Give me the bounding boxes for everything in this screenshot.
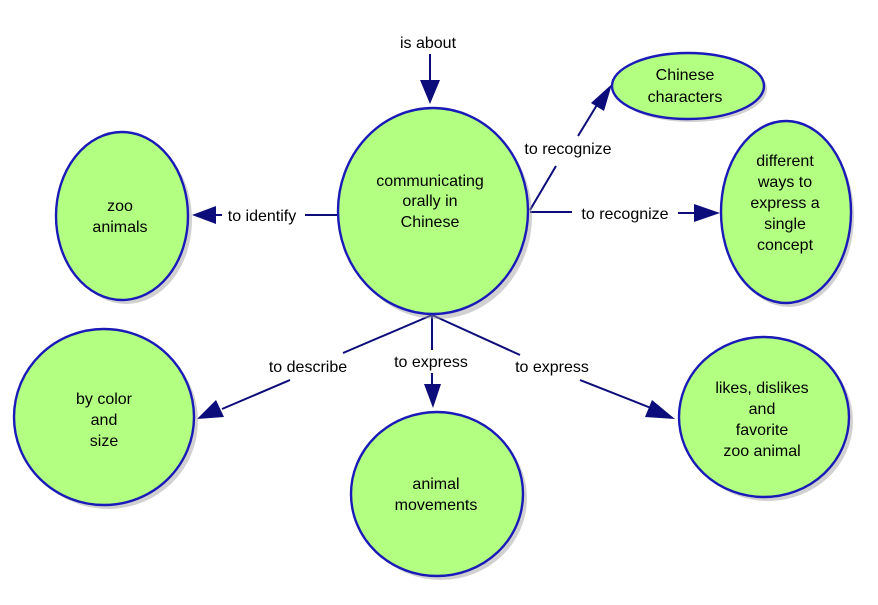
edge-express-likes: to express [431,314,675,419]
arrowhead-icon [591,84,612,111]
arrowhead-icon [694,204,720,222]
node-text: communicating [376,173,484,190]
node-zoo-animals[interactable]: zoo animals [54,130,192,304]
node-text: zoo animal [723,443,800,460]
edge-label-is-about: is about [400,35,457,52]
edge-label-express-likes: to express [515,359,589,376]
node-animal-movements[interactable]: animal movements [349,410,527,580]
node-text: ways to [757,174,812,191]
edge-label-recognize-ways: to recognize [581,206,668,223]
edge-recognize-ways: to recognize [530,204,720,223]
edge-express-movements: to express [394,315,468,408]
edge-recognize-characters: to recognize [524,84,612,211]
node-chinese-characters[interactable]: Chinese characters [610,51,767,122]
node-text: likes, dislikes [715,380,808,397]
edge-describe: to describe [197,314,433,419]
arrowhead-icon [197,400,224,419]
node-text: and [91,412,118,429]
edge-identify: to identify [192,206,340,225]
node-text: and [749,401,776,418]
node-by-color[interactable]: by color and size [12,327,198,509]
arrowhead-icon [192,206,216,224]
node-text: characters [648,89,723,106]
node-text: orally in [402,193,457,210]
node-text: by color [76,391,133,408]
edge-is-about: is about [400,35,457,104]
node-text: favorite [736,422,789,439]
edge-label-identify: to identify [228,208,296,225]
node-text: movements [395,497,478,514]
edge-label-express-movements: to express [394,354,468,371]
node-text: Chinese [401,214,460,231]
node-text: Chinese [656,67,715,84]
node-text: express a [750,195,819,212]
node-text: different [756,153,814,170]
node-center[interactable]: communicating orally in Chinese [336,106,532,319]
node-text: concept [757,237,814,254]
edge-label-recognize-characters: to recognize [524,141,611,158]
node-text: size [90,433,119,450]
node-likes-dislikes[interactable]: likes, dislikes and favorite zoo animal [677,335,853,501]
arrowhead-icon [420,80,440,104]
arrowhead-icon [424,384,441,408]
node-text: animal [412,476,459,493]
edge-label-describe: to describe [269,359,347,376]
node-text: zoo [107,198,133,215]
node-text: single [764,216,806,233]
arrowhead-icon [645,400,675,419]
node-text: animals [92,219,147,236]
node-different-ways[interactable]: different ways to express a single conce… [719,119,854,307]
